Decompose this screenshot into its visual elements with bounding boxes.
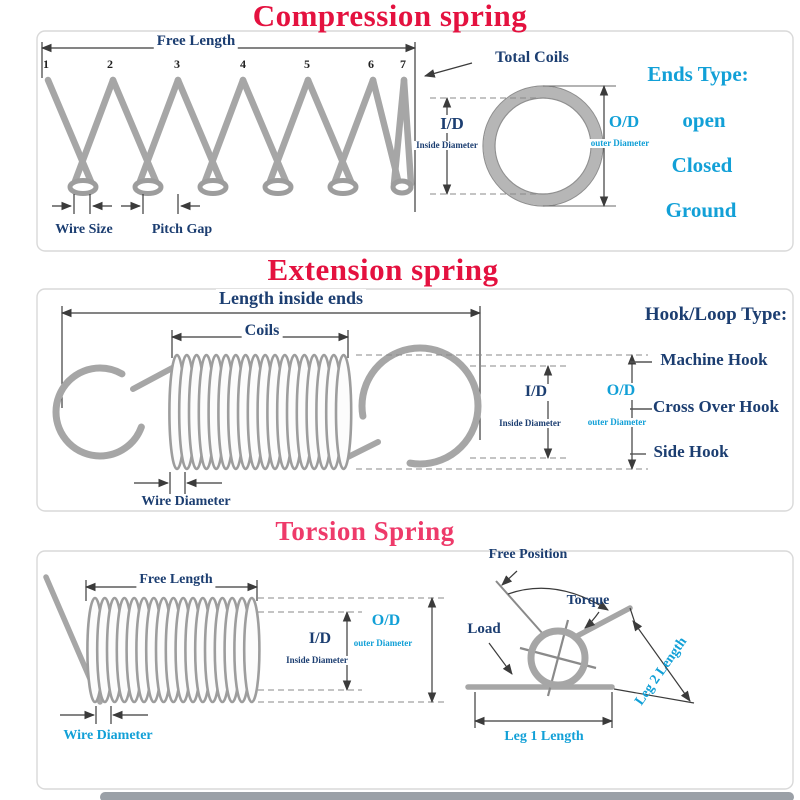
wire-size-label: Wire Size: [55, 222, 113, 237]
ends-type-open: open: [682, 108, 726, 132]
hook-type-cross-over: Cross Over Hook: [653, 397, 779, 416]
total-coils-label: Total Coils: [495, 49, 569, 66]
inside-diameter-full-label: Inside Diameter: [283, 655, 351, 666]
free-position-label: Free Position: [488, 547, 568, 562]
hook-type-machine: Machine Hook: [660, 350, 768, 369]
leg1-length-label: Leg 1 Length: [504, 729, 584, 744]
outer-diameter-full-label: outer Diameter: [584, 417, 650, 428]
coil-number: 6: [368, 57, 374, 71]
hook-loop-type-heading: Hook/Loop Type:: [644, 304, 788, 325]
outer-diameter-full-label: outer Diameter: [587, 138, 653, 149]
free-length-label: Free Length: [153, 33, 239, 50]
coils-label: Coils: [241, 322, 283, 340]
outer-diameter-abbr-label: O/D: [368, 612, 404, 630]
load-label: Load: [467, 621, 501, 637]
inside-diameter-abbr-label: I/D: [305, 630, 335, 648]
inside-diameter-abbr-label: I/D: [437, 115, 467, 133]
outer-diameter-abbr-label: O/D: [603, 382, 639, 400]
extension-title: Extension spring: [267, 252, 499, 287]
torsion-spring-side-drawing: [43, 574, 447, 724]
extension-spring-drawing: [52, 306, 652, 494]
coil-number: 3: [174, 57, 180, 71]
outer-diameter-full-label: outer Diameter: [350, 638, 416, 649]
section-borders: [36, 30, 794, 790]
coil-number: 4: [240, 57, 246, 71]
wire-diameter-label: Wire Diameter: [141, 494, 231, 509]
outer-diameter-abbr-label: O/D: [605, 113, 643, 131]
inside-diameter-abbr-label: I/D: [521, 383, 551, 401]
compression-spring-drawing: [40, 42, 473, 214]
wire-diameter-label: Wire Diameter: [63, 728, 153, 743]
ends-type-heading: Ends Type:: [647, 62, 749, 86]
free-length-label: Free Length: [136, 572, 216, 588]
coil-number: 5: [304, 57, 310, 71]
torsion-spring-end-drawing: [465, 570, 695, 728]
pitch-gap-label: Pitch Gap: [151, 222, 213, 237]
hook-type-side: Side Hook: [653, 442, 729, 461]
torque-label: Torque: [566, 593, 610, 608]
coil-number: 1: [43, 57, 49, 71]
coil-number: 2: [107, 57, 113, 71]
bottom-strip: [100, 792, 794, 800]
coil-number: 7: [400, 57, 406, 71]
inside-diameter-full-label: Inside Diameter: [413, 140, 481, 151]
ends-type-closed: Closed: [671, 153, 733, 177]
length-inside-ends-label: Length inside ends: [215, 289, 367, 308]
torsion-title: Torsion Spring: [275, 516, 455, 546]
ends-type-ground: Ground: [665, 198, 737, 222]
inside-diameter-full-label: Inside Diameter: [496, 418, 564, 429]
compression-title: Compression spring: [252, 0, 528, 33]
